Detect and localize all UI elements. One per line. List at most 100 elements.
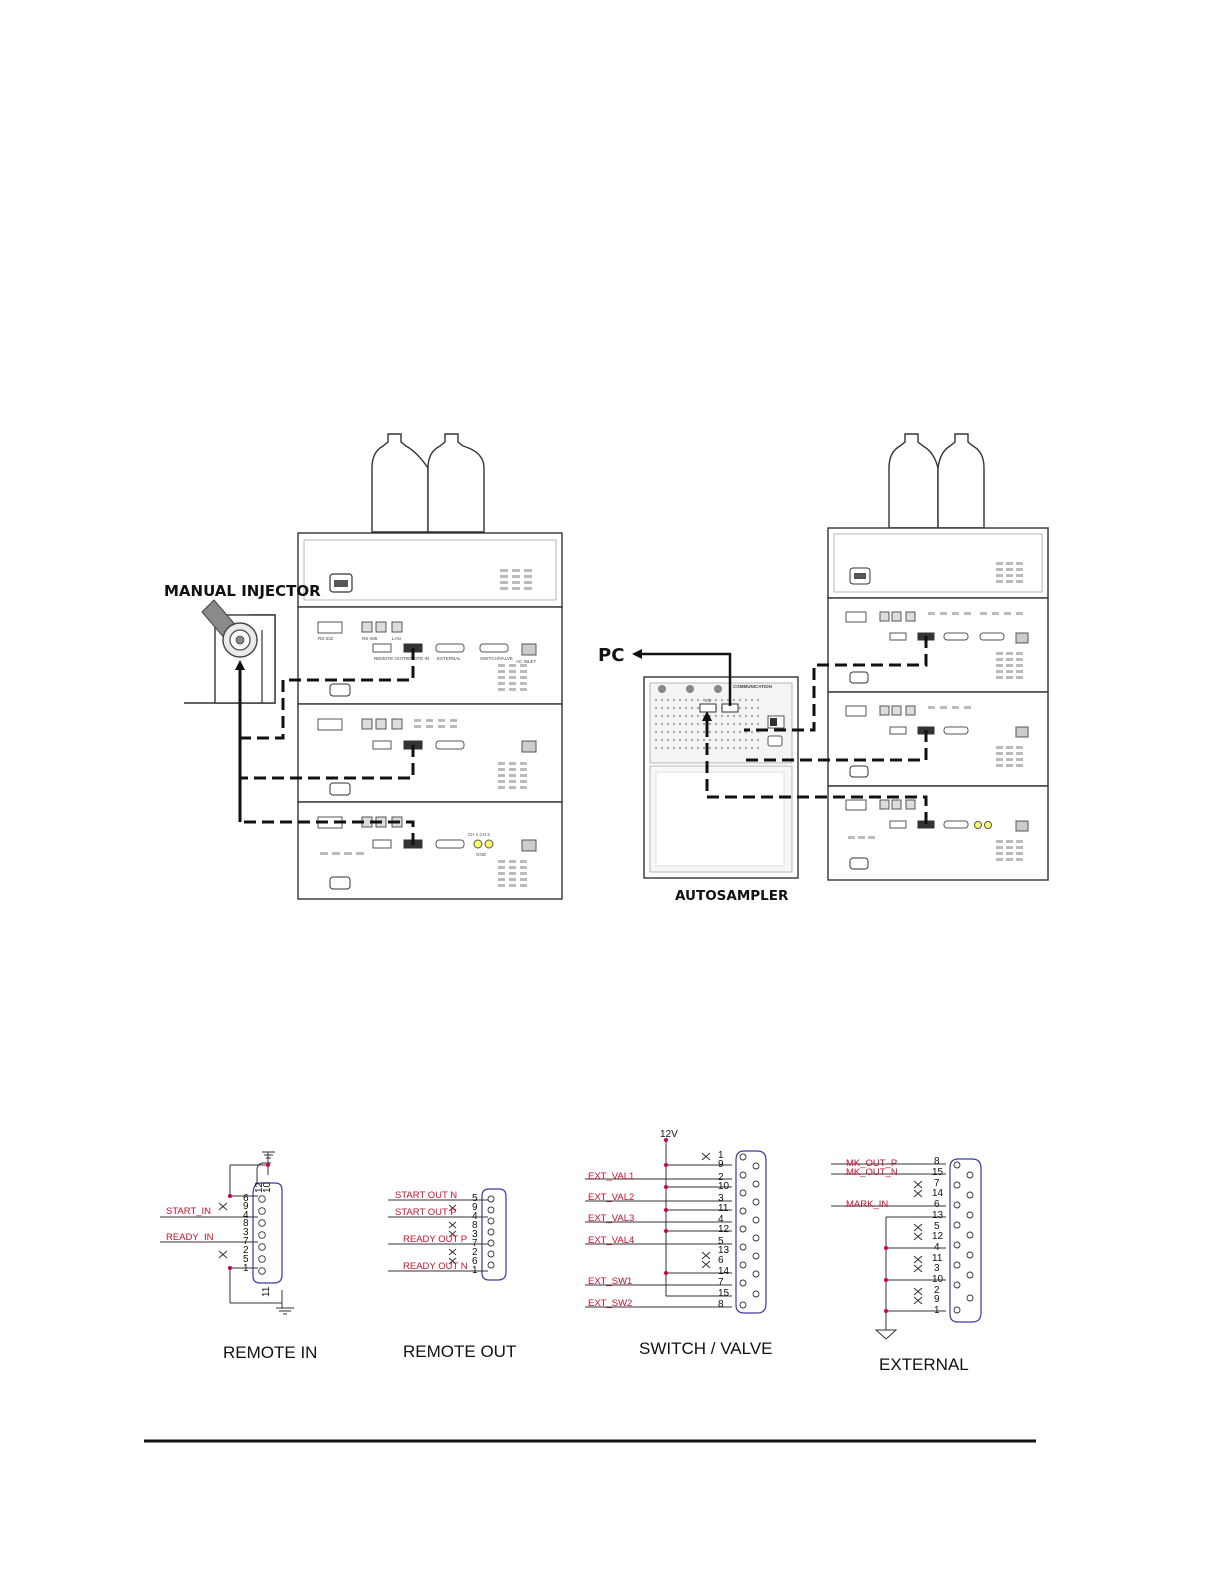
module-2-left: REMOTE OUT REMOTE IN EXTERNAL SWITCH/VAL…	[297, 606, 563, 705]
signal-label: READY OUT N	[403, 1261, 468, 1272]
signal-label: EXT_SW2	[588, 1298, 632, 1309]
switch-valve-caption: SWITCH / VALVE	[639, 1339, 773, 1358]
module-4-left: CH 1 CH 2 GND	[297, 801, 563, 900]
pin-number: 9	[718, 1159, 724, 1170]
pinout-external: 8 15 7 14 6 13 5 12 4 11 3 10 2 9 1 MK_O…	[831, 1156, 982, 1374]
remote-in-port-label: REMOTE IN	[404, 656, 429, 661]
pin-number: 3	[472, 1229, 478, 1240]
manual-injector-label: MANUAL INJECTOR	[164, 582, 321, 600]
pin-number: 13	[932, 1210, 944, 1221]
pc-connection	[632, 649, 732, 706]
pin-number: 13	[718, 1245, 730, 1256]
pin-number: 11	[718, 1203, 729, 1214]
solvent-bottles-left	[371, 433, 485, 533]
switch-valve-port-label: SWITCH/VALVE	[480, 656, 513, 661]
pin-number: 9	[472, 1202, 478, 1213]
module-3-left	[297, 703, 563, 803]
pin-number: 2	[934, 1285, 940, 1296]
pin-number: 5	[934, 1221, 940, 1232]
pin-number: 7	[243, 1236, 249, 1247]
signal-label: START OUT P	[395, 1207, 457, 1218]
pin-number: 8	[934, 1156, 940, 1167]
module-4-right	[827, 785, 1049, 881]
pin-number: 1	[718, 1150, 724, 1161]
module-top-right	[827, 527, 1049, 599]
pinout-switch-valve: 12V 1 9 2 10 3 11 4 12 5 13 6 14 7 15 8 …	[585, 1129, 773, 1358]
switch-valve-pins: 1 9 2 10 3 11 4 12 5 13 6 14 7 15 8	[718, 1150, 730, 1310]
pin-number: 12	[932, 1231, 944, 1242]
pin-number: 8	[472, 1220, 478, 1231]
signal-label: EXT_SW1	[588, 1276, 632, 1287]
pin-number: 14	[932, 1188, 944, 1199]
manual-injector	[184, 599, 276, 704]
pin-number: 11	[932, 1253, 943, 1264]
pin-number: 6	[243, 1193, 249, 1204]
pin-number: 15	[718, 1288, 730, 1299]
module-top-left	[297, 532, 563, 608]
ground-port-label: GND	[476, 852, 487, 857]
pin-number: 1	[243, 1263, 249, 1274]
module-2-right	[827, 597, 1049, 693]
remote-out-port-label: REMOTE OUT	[374, 656, 404, 661]
pin-number: 5	[243, 1254, 249, 1265]
remote-in-caption: REMOTE IN	[223, 1343, 317, 1362]
pinout-remote-in: 6 9 4 8 3 7 2 5 1 12 10 11 START_IN READ…	[160, 1151, 317, 1362]
pin-number: 7	[934, 1178, 940, 1189]
pin-number: 2	[472, 1247, 478, 1258]
pin-number: 6	[718, 1255, 724, 1266]
pin-number: 15	[932, 1167, 944, 1178]
signal-label: EXT_VAL1	[588, 1171, 634, 1182]
signal-label: MK_OUT_N	[846, 1167, 898, 1178]
pin-number: 14	[718, 1266, 730, 1277]
pin-number: 10	[932, 1274, 944, 1285]
external-caption: EXTERNAL	[879, 1355, 969, 1374]
signal-label: READY_IN	[166, 1232, 214, 1243]
pin-number: 6	[934, 1199, 940, 1210]
pin-number: 12	[718, 1224, 730, 1235]
signal-label: READY OUT P	[403, 1234, 467, 1245]
pin-number: 7	[472, 1238, 478, 1249]
signal-label: EXT_VAL4	[588, 1235, 634, 1246]
left-remote-wiring	[240, 648, 415, 845]
signal-label: EXT_VAL2	[588, 1192, 634, 1203]
pinout-remote-out: 5 9 4 8 3 7 2 6 1 START OUT N START OUT …	[388, 1188, 516, 1361]
signal-label: START OUT N	[395, 1190, 457, 1201]
autosampler: COMMUNICATION I/O	[643, 676, 799, 879]
ac-inlet-label: AC INLET	[516, 659, 537, 664]
pin-number: 11	[261, 1286, 272, 1297]
pin-number: 3	[934, 1263, 940, 1274]
remote-out-caption: REMOTE OUT	[403, 1342, 516, 1361]
remote-in-pins: 6 9 4 8 3 7 2 5 1 12 10 11	[243, 1181, 273, 1297]
supply-label: 12V	[660, 1129, 678, 1140]
left-system: REMOTE OUT REMOTE IN EXTERNAL SWITCH/VAL…	[164, 433, 563, 900]
io-label: I/O	[705, 698, 712, 703]
signal-label: MARK_IN	[846, 1199, 888, 1210]
pin-number: 8	[718, 1299, 724, 1310]
pin-number: 2	[718, 1172, 724, 1183]
external-port-label: EXTERNAL	[437, 656, 461, 661]
rs232-port-label: RS-232	[318, 636, 334, 641]
pin-number: 4	[243, 1210, 249, 1221]
analog-port-label: CH 1 CH 2	[468, 832, 490, 837]
pin-number: 4	[934, 1242, 940, 1253]
pin-number: 1	[472, 1265, 478, 1276]
signal-label: EXT_VAL3	[588, 1213, 634, 1224]
right-remote-wiring	[705, 636, 928, 824]
signal-label: START_IN	[166, 1206, 211, 1217]
right-system: COMMUNICATION I/O AUTOSAMPLER PC	[598, 433, 1049, 904]
pin-number: 9	[243, 1201, 249, 1212]
pin-number: 7	[718, 1277, 724, 1288]
lan-port-label: LAN	[392, 636, 401, 641]
remote-out-pins: 5 9 4 8 3 7 2 6 1	[472, 1193, 478, 1276]
autosampler-label: AUTOSAMPLER	[675, 888, 789, 904]
pc-label: PC	[598, 645, 624, 666]
pin-number: 8	[243, 1218, 249, 1229]
pin-number: 1	[934, 1305, 940, 1316]
solvent-bottles-right	[888, 433, 985, 529]
pin-number: 5	[472, 1193, 478, 1204]
pin-number: 12	[254, 1181, 265, 1193]
pin-number: 3	[718, 1193, 724, 1204]
pin-number: 10	[718, 1181, 730, 1192]
pin-number: 9	[934, 1294, 940, 1305]
